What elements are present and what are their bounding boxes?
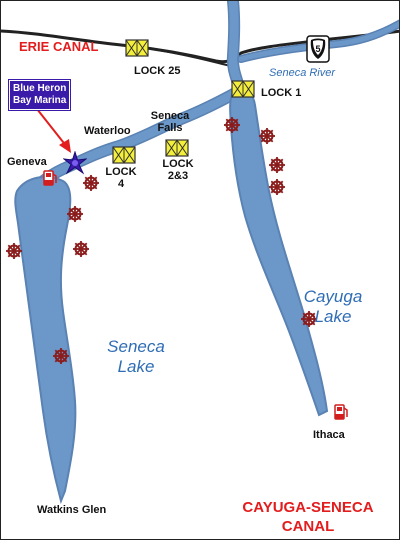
town-watkins-glen: Watkins Glen — [37, 504, 107, 516]
fuel-pump-icon — [334, 404, 348, 420]
seneca-river-label: Seneca River — [269, 67, 336, 79]
map-title-line-1: CAYUGA-SENECA — [242, 499, 374, 516]
town-seneca-falls-line-2: Falls — [157, 122, 183, 134]
lock-4-label: LOCK 4 — [104, 166, 138, 190]
lock-2-3-label-line-2: 2&3 — [167, 170, 189, 182]
seneca-lake-label: Seneca Lake — [101, 337, 171, 377]
route-shield-icon: 5 — [306, 35, 330, 63]
map-title: CAYUGA-SENECA CANAL — [223, 498, 393, 536]
cayuga-lake-label-line-2: Lake — [314, 307, 352, 326]
lock-2-3-label-line-1: LOCK — [162, 158, 194, 170]
marina-label-line-2: Bay Marina — [13, 95, 67, 106]
ship-wheel-icon[interactable] — [222, 115, 242, 135]
town-waterloo: Waterloo — [84, 125, 131, 137]
seneca-lake-shape — [14, 175, 77, 505]
town-seneca-falls-line-1: Seneca — [150, 110, 190, 122]
lock-4-icon[interactable] — [111, 145, 137, 165]
lock-2-3-icon[interactable] — [164, 138, 190, 158]
cayuga-lake-label: Cayuga Lake — [301, 287, 365, 327]
town-ithaca: Ithaca — [313, 429, 345, 441]
lock-25-label: LOCK 25 — [134, 65, 181, 77]
erie-canal-label: ERIE CANAL — [19, 39, 99, 54]
ship-wheel-icon[interactable] — [81, 173, 101, 193]
cayuga-lake-shape — [229, 88, 329, 417]
ship-wheel-icon[interactable] — [51, 346, 71, 366]
erie-canal-line — [1, 29, 399, 64]
town-seneca-falls: Seneca Falls — [150, 110, 190, 134]
lock-4-label-line-1: LOCK — [105, 166, 137, 178]
lock-1-label: LOCK 1 — [261, 87, 302, 99]
lock-1-icon[interactable] — [230, 79, 256, 99]
ship-wheel-icon[interactable] — [71, 239, 91, 259]
ship-wheel-icon[interactable] — [4, 241, 24, 261]
seneca-lake-label-line-1: Seneca — [107, 337, 165, 356]
fuel-pump-icon — [43, 170, 57, 186]
ship-wheel-icon[interactable] — [65, 204, 85, 224]
red-arrow-icon — [36, 108, 71, 153]
marina-label-line-1: Blue Heron — [13, 83, 67, 94]
map-title-line-2: CANAL — [281, 518, 335, 535]
ship-wheel-icon[interactable] — [267, 155, 287, 175]
lock-2-3-label: LOCK 2&3 — [161, 158, 195, 182]
seneca-lake-label-line-2: Lake — [117, 357, 155, 376]
town-geneva: Geneva — [7, 156, 47, 168]
cayuga-lake-label-line-1: Cayuga — [303, 287, 363, 306]
ship-wheel-icon[interactable] — [267, 177, 287, 197]
marina-star-icon[interactable] — [63, 151, 87, 175]
ship-wheel-icon[interactable] — [257, 126, 277, 146]
marina-label[interactable]: Blue Heron Bay Marina — [7, 79, 72, 111]
route-shield-number: 5 — [315, 44, 320, 54]
lock-25-icon[interactable] — [124, 38, 150, 58]
lock-4-label-line-2: 4 — [117, 178, 125, 190]
